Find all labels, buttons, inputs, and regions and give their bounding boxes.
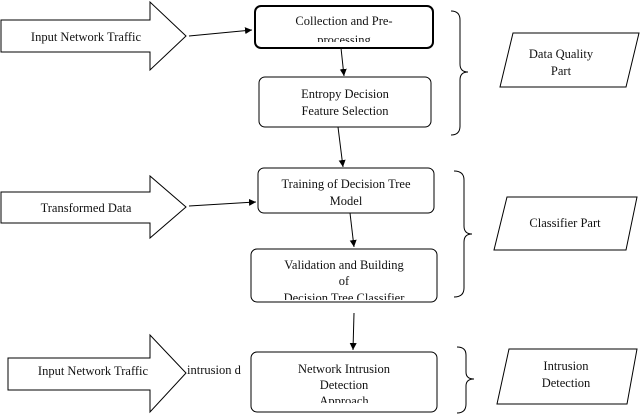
collection-preprocessing-box: Collection and Pre- processing <box>254 5 434 49</box>
intrusion-detection-part-shape: Intrusion Detection <box>496 348 638 405</box>
entropy-feature-selection-box: Entropy Decision Feature Selection <box>258 76 432 128</box>
connector-training-to-validation <box>349 212 357 248</box>
connector-transformed-to-training <box>188 198 257 207</box>
transformed-data-label: Transformed Data <box>41 201 132 215</box>
training-line-1: Training of Decision Tree <box>281 177 411 191</box>
connector-input-to-collection <box>188 27 253 37</box>
validation-line-2: of <box>339 274 350 288</box>
input-traffic-label-bottom: Input Network Traffic <box>38 364 149 378</box>
collection-line-1: Collection and Pre- <box>295 14 392 28</box>
intrusion-line-1: Network Intrusion <box>298 362 391 376</box>
connector-collection-to-entropy <box>339 47 347 77</box>
classifier-part-label: Classifier Part <box>529 216 601 230</box>
input-traffic-arrow-top: Input Network Traffic <box>0 0 187 72</box>
validation-line-3: Decision Tree Classifier <box>284 291 406 305</box>
transformed-data-arrow: Transformed Data <box>0 174 187 240</box>
intrusion-part-line-1: Intrusion <box>543 359 589 373</box>
connector-validation-to-intrusion <box>349 312 357 351</box>
intrusion-line-2: Detection <box>320 378 369 392</box>
data-quality-part-shape: Data Quality Part <box>499 32 640 88</box>
classifier-brace <box>453 170 473 298</box>
intrusion-overlap-text: intrusion d <box>187 363 242 377</box>
connector-entropy-to-training <box>337 126 346 168</box>
input-traffic-label-top: Input Network Traffic <box>31 30 142 44</box>
entropy-line-1: Entropy Decision <box>301 87 390 101</box>
data-quality-line-1: Data Quality <box>529 47 594 61</box>
intrusion-brace <box>456 346 475 414</box>
data-quality-line-2: Part <box>551 64 572 78</box>
input-traffic-arrow-bottom: Input Network Traffic Test Traffic intru… <box>7 333 242 414</box>
classifier-part-shape: Classifier Part <box>493 196 638 251</box>
entropy-line-2: Feature Selection <box>301 104 389 118</box>
validation-building-box: Validation and Building of Decision Tree… <box>250 248 438 305</box>
training-line-2: Model <box>330 194 363 208</box>
intrusion-line-3: Approach <box>319 394 369 408</box>
training-decision-tree-box: Training of Decision Tree Model <box>257 167 435 214</box>
intrusion-part-line-2: Detection <box>542 376 591 390</box>
collection-line-2: processing <box>317 33 371 47</box>
data-quality-brace <box>450 10 469 136</box>
validation-line-1: Validation and Building <box>284 258 404 272</box>
network-intrusion-detection-box: Network Intrusion Detection Approach <box>250 351 438 413</box>
